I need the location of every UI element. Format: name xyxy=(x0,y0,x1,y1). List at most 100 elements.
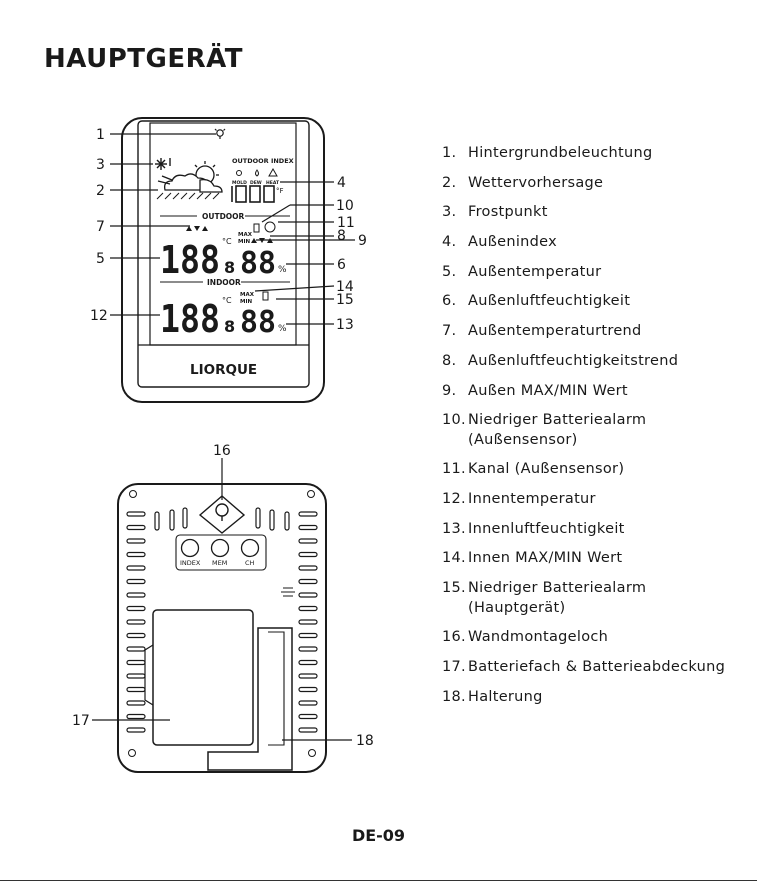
parts-list-number: 16. xyxy=(442,629,466,646)
vent-slot xyxy=(126,700,146,706)
vent-slot xyxy=(126,605,146,612)
parts-list-item: 9.Außen MAX/MIN Wert xyxy=(442,382,742,402)
parts-list-label: Kanal (Außensensor) xyxy=(468,461,625,478)
page-title: HAUPTGERÄT xyxy=(44,44,243,74)
parts-list-number: 2. xyxy=(442,174,457,191)
vent-slot xyxy=(126,578,146,585)
vent-slot xyxy=(298,524,318,531)
parts-list-label: Außentemperaturtrend xyxy=(468,323,642,340)
parts-list-number: 18. xyxy=(442,688,466,705)
backlight-icon xyxy=(214,128,226,139)
vent-slot xyxy=(126,565,146,571)
stand[interactable] xyxy=(207,627,293,771)
parts-list-item: 5.Außentemperatur xyxy=(442,263,742,283)
top-vents xyxy=(154,507,290,531)
outdoor-min-label: MIN xyxy=(238,239,251,245)
forecast-segment-bar xyxy=(156,192,220,200)
mem-button[interactable] xyxy=(210,538,230,558)
brand-logo: LIORQUE xyxy=(190,362,257,378)
indoor-humidity-unit: % xyxy=(278,324,287,334)
indoor-humidity-digits: 88 xyxy=(240,305,276,340)
parts-list-number: 10. xyxy=(442,412,466,429)
outdoor-humidity-unit: % xyxy=(278,265,287,275)
parts-list-label: Außenluftfeuchtigkeitstrend xyxy=(468,352,679,369)
callout-15: 15 xyxy=(336,292,354,308)
ch-button[interactable] xyxy=(240,538,260,558)
vent-slot xyxy=(298,538,318,544)
callout-8: 8 xyxy=(337,228,346,244)
parts-list-item: 2. Wettervorhersage xyxy=(442,174,742,194)
back-view xyxy=(92,458,352,773)
parts-list-label: Niedriger Batteriealarm (Außensensor) xyxy=(468,412,647,448)
parts-list-number: 15. xyxy=(442,580,466,597)
outdoor-label: OUTDOOR xyxy=(202,212,245,221)
index-button[interactable] xyxy=(180,538,200,558)
vent-slot xyxy=(126,551,146,558)
vent-slot xyxy=(298,727,318,733)
battery-compartment[interactable] xyxy=(152,609,254,746)
parts-list-number: 12. xyxy=(442,491,466,508)
ch-button-label: CH xyxy=(245,559,255,567)
callout-13: 13 xyxy=(336,317,354,333)
outdoor-temp-unit: °C xyxy=(222,237,232,246)
parts-list-label: Batteriefach & Batterieabdeckung xyxy=(468,659,726,675)
bottom-divider xyxy=(0,880,757,881)
callout-10: 10 xyxy=(336,198,354,214)
front-view-text: OUTDOOR INDEX MOLD DEW HEAT °F OUTDOOR M… xyxy=(160,157,294,378)
parts-list-label: Innen MAX/MIN Wert xyxy=(468,550,623,567)
vent-slot xyxy=(126,646,146,652)
callout-9: 9 xyxy=(358,233,367,249)
parts-list-label: Frostpunkt xyxy=(468,204,548,221)
parts-list-number: 9. xyxy=(442,382,457,399)
index-label-heat: HEAT xyxy=(266,180,280,186)
outdoor-temp-digits: 188 xyxy=(160,238,220,282)
parts-list-number: 11. xyxy=(442,461,466,478)
vent-slot xyxy=(298,686,318,693)
callout-1: 1 xyxy=(96,127,105,143)
vent-slot xyxy=(298,713,318,720)
parts-list-label: Wettervorhersage xyxy=(468,174,604,191)
index-digits xyxy=(231,185,275,203)
button-panel xyxy=(175,534,267,571)
back-view-text: INDEX MEM CH 16 17 18 xyxy=(72,443,374,749)
parts-list-item: 12.Innentemperatur xyxy=(442,490,742,510)
sensor-grille xyxy=(281,587,295,597)
parts-list-label: Niedriger Batteriealarm (Hauptgerät) xyxy=(468,580,647,616)
indoor-temp-unit: °C xyxy=(222,296,232,305)
parts-list-item: 4.Außenindex xyxy=(442,233,742,253)
front-callout-numbers: 1 3 2 7 5 12 4 10 11 8 9 6 14 15 13 xyxy=(90,127,367,333)
vent-slot xyxy=(126,713,146,720)
left-side-vents xyxy=(126,511,146,733)
callout-7: 7 xyxy=(96,219,105,235)
parts-list-item: 13.Innenluftfeuchtigkeit xyxy=(442,520,742,540)
parts-list-item: 18.Halterung xyxy=(442,688,742,708)
parts-list-item: 10.Niedriger Batteriealarm (Außensensor) xyxy=(442,411,742,450)
vent-slot xyxy=(298,551,318,558)
parts-list-number: 7. xyxy=(442,323,457,340)
front-inner-bezel xyxy=(137,120,310,388)
index-button-label: INDEX xyxy=(180,559,201,567)
vent-slot xyxy=(126,632,146,639)
index-unit: °F xyxy=(276,187,284,195)
vent-slot xyxy=(298,511,318,517)
weather-forecast-icon xyxy=(157,161,223,193)
channel-icon xyxy=(264,221,276,233)
outdoor-humidity-digits: 88 xyxy=(240,246,276,281)
parts-list-item: 6.Außenluftfeuchtigkeit xyxy=(442,292,742,312)
parts-list-label: Außenindex xyxy=(468,234,558,251)
vent-slot xyxy=(298,619,318,625)
vent-slot xyxy=(298,565,318,571)
parts-list-number: 14. xyxy=(442,550,466,567)
parts-list-label: Hintergrundbeleuchtung xyxy=(468,145,653,161)
parts-list-number: 17. xyxy=(442,659,466,675)
vent-slot xyxy=(126,659,146,666)
vent-slot xyxy=(298,592,318,598)
parts-list-item: 16.Wandmontageloch xyxy=(442,628,742,648)
index-label-dew: DEW xyxy=(250,180,262,186)
vent-slot xyxy=(126,727,146,733)
parts-list-item: 3.Frostpunkt xyxy=(442,203,742,223)
parts-list-label: Wandmontageloch xyxy=(468,629,609,646)
front-callout-lines xyxy=(110,133,355,325)
